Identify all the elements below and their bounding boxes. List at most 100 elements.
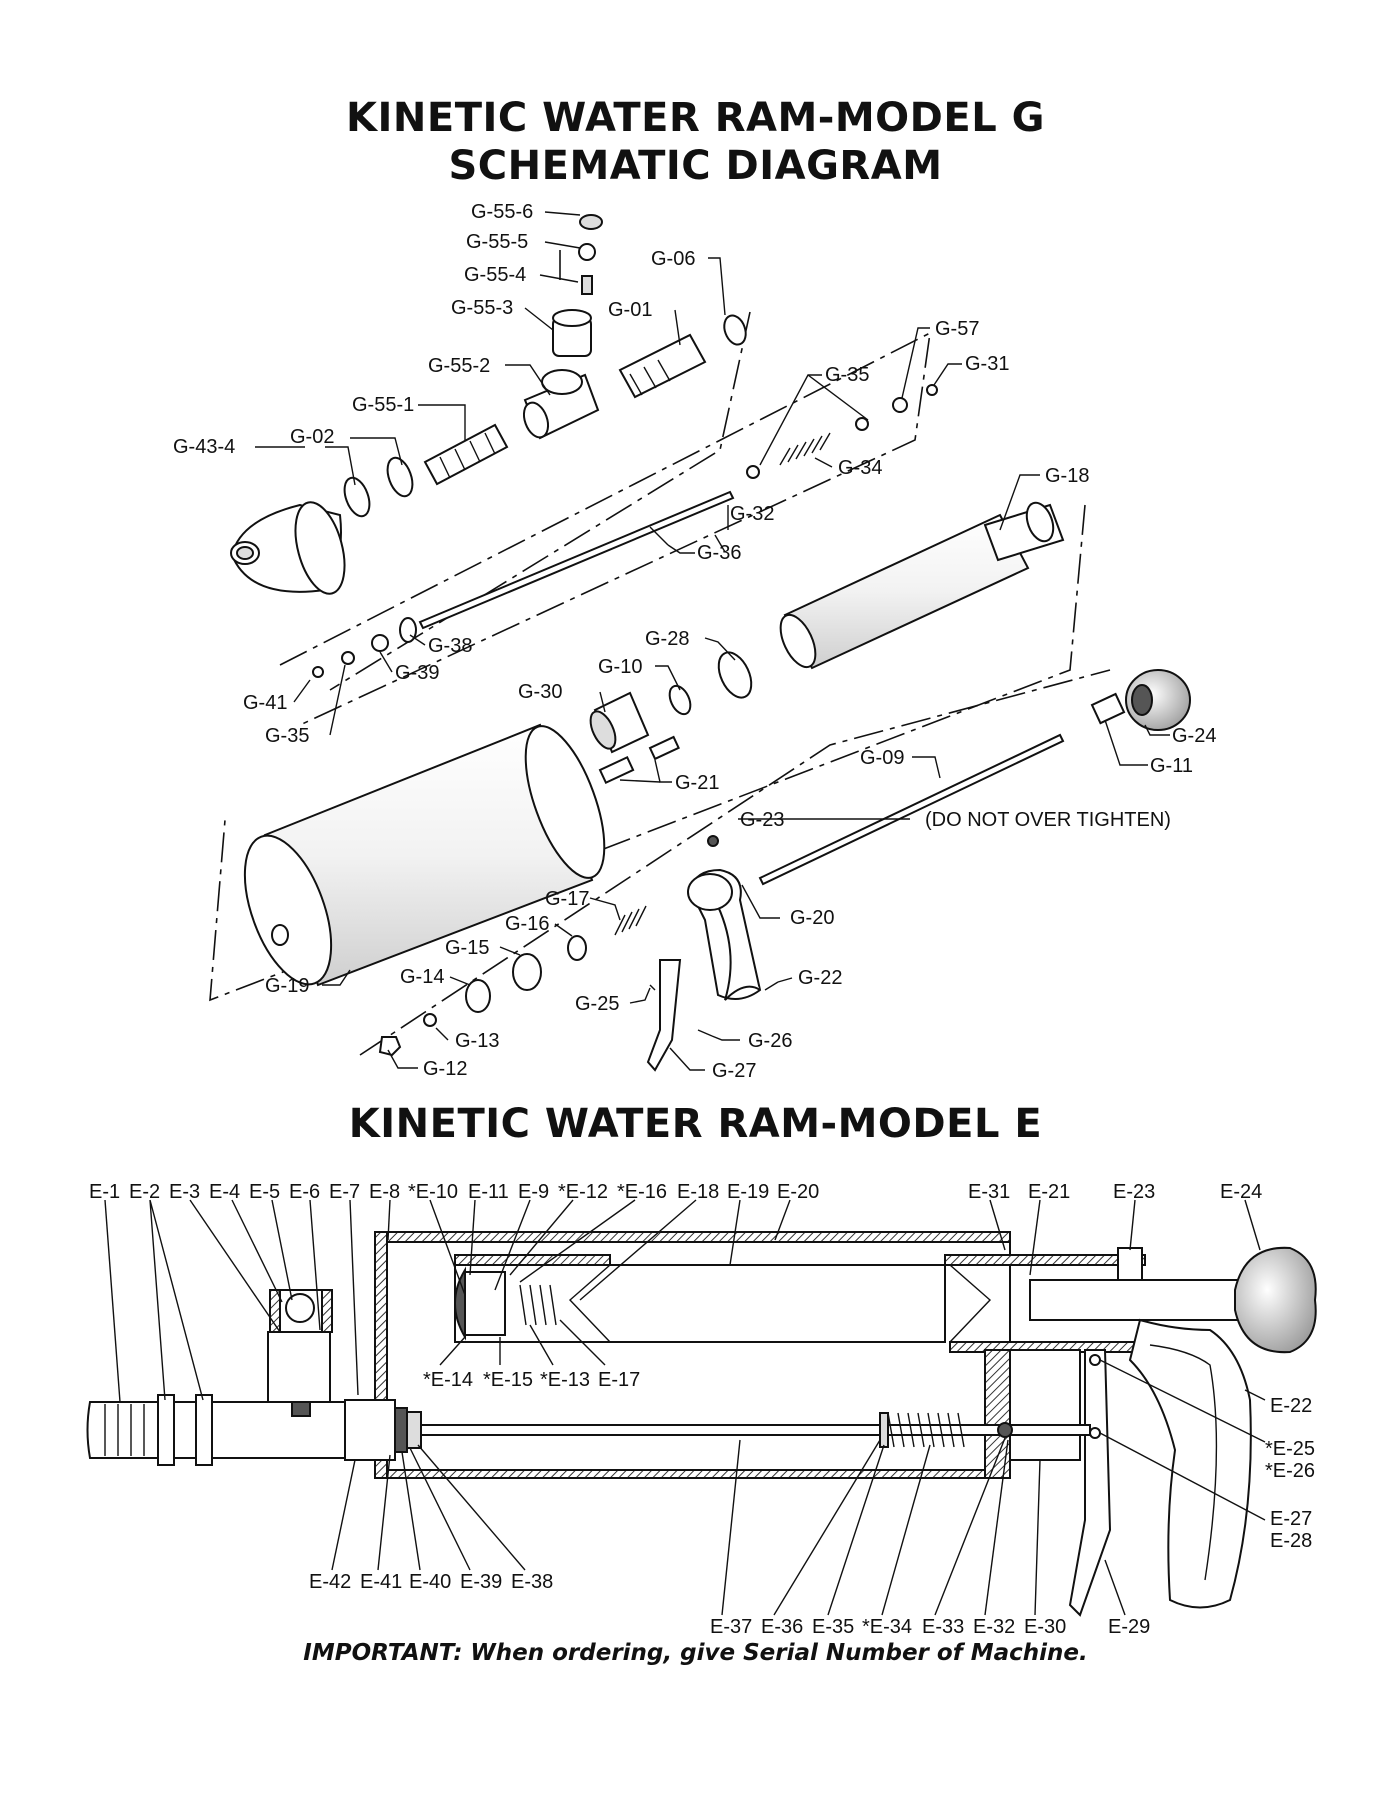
label-g43-4: G-43-4 — [173, 436, 235, 458]
part-g24-knob — [1125, 669, 1191, 731]
label-e5: E-5 — [249, 1181, 280, 1203]
label-g55-6: G-55-6 — [471, 201, 533, 223]
label-g38: G-38 — [428, 635, 472, 657]
label-e4: E-4 — [209, 1181, 240, 1203]
label-e13: *E-13 — [540, 1369, 590, 1391]
label-e12: *E-12 — [558, 1181, 608, 1203]
label-e27: E-27 — [1270, 1508, 1312, 1530]
label-g55-5: G-55-5 — [466, 231, 528, 253]
label-g55-1: G-55-1 — [352, 394, 414, 416]
label-e2: E-2 — [129, 1181, 160, 1203]
part-g31-nut — [926, 384, 938, 396]
part-g43-4-cone — [230, 501, 346, 595]
part-g55-6-cap — [579, 214, 603, 230]
label-g57: G-57 — [935, 318, 979, 340]
label-g39: G-39 — [395, 662, 439, 684]
label-e14: *E-14 — [423, 1369, 473, 1391]
label-e41: E-41 — [360, 1571, 402, 1593]
part-g06-oring — [723, 314, 747, 346]
part-g55-5-ball — [578, 243, 596, 261]
label-g09: G-09 — [860, 747, 904, 769]
label-e9: E-9 — [518, 1181, 549, 1203]
label-g20: G-20 — [790, 907, 834, 929]
label-e37: E-37 — [710, 1616, 752, 1638]
part-g35-washer-c — [341, 651, 355, 665]
part-g35-washer-a — [746, 465, 760, 479]
label-e39: E-39 — [460, 1571, 502, 1593]
label-g06: G-06 — [651, 248, 695, 270]
e-leader-lines — [104, 1199, 1266, 1616]
label-e28: E-28 — [1270, 1530, 1312, 1552]
label-e34: *E-34 — [862, 1616, 912, 1638]
part-g55-1-nipple — [423, 423, 509, 486]
e-labels: E-1 E-2 E-3 E-4 E-5 E-6 E-7 E-8 *E-10 E-… — [89, 1181, 1315, 1638]
label-e3: E-3 — [169, 1181, 200, 1203]
part-g25-pin — [649, 984, 656, 991]
label-g16: G-16 — [505, 913, 549, 935]
title-model-g: KINETIC WATER RAM-MODEL G — [346, 95, 1045, 141]
part-g14-packing — [465, 979, 491, 1013]
label-g25: G-25 — [575, 993, 619, 1015]
model-e-assembly — [86, 1231, 1317, 1617]
part-g01-pipe — [618, 333, 707, 399]
label-g02: G-02 — [290, 426, 334, 448]
label-e25: *E-25 — [1265, 1438, 1315, 1460]
part-g19-cylinder — [243, 723, 606, 987]
part-g18-inner-tube — [779, 501, 1065, 670]
label-e26: *E-26 — [1265, 1460, 1315, 1482]
label-e38: E-38 — [511, 1571, 553, 1593]
label-e24: E-24 — [1220, 1181, 1262, 1203]
label-g24: G-24 — [1172, 725, 1216, 747]
title-model-e: KINETIC WATER RAM-MODEL E — [348, 1101, 1043, 1147]
label-e6: E-6 — [289, 1181, 320, 1203]
label-e1: E-1 — [89, 1181, 120, 1203]
part-g27-trigger — [646, 959, 682, 1072]
part-g35-washer-b — [855, 417, 869, 431]
label-e36: E-36 — [761, 1616, 803, 1638]
part-g55-3-valve-body — [552, 309, 592, 357]
label-g55-3: G-55-3 — [451, 297, 513, 319]
label-e7: E-7 — [329, 1181, 360, 1203]
part-g12-nut — [378, 1036, 402, 1057]
label-g15: G-15 — [445, 937, 489, 959]
part-g21-fittings — [598, 735, 680, 785]
label-g35-b: G-35 — [265, 725, 309, 747]
part-g26-pin — [697, 1029, 713, 1037]
label-e35: E-35 — [812, 1616, 854, 1638]
label-e42: E-42 — [309, 1571, 351, 1593]
label-e17: E-17 — [598, 1369, 640, 1391]
label-g28: G-28 — [645, 628, 689, 650]
label-e10: *E-10 — [408, 1181, 458, 1203]
part-g57-washer — [892, 397, 908, 413]
part-g39-washer — [371, 634, 389, 652]
label-e32: E-32 — [973, 1616, 1015, 1638]
part-g02-locknuts — [343, 456, 414, 518]
label-e18: E-18 — [677, 1181, 719, 1203]
label-g36: G-36 — [697, 542, 741, 564]
label-g21: G-21 — [675, 772, 719, 794]
part-g34-spring — [779, 432, 831, 466]
label-e22: E-22 — [1270, 1395, 1312, 1417]
part-g32-rod — [418, 490, 735, 630]
label-g10: G-10 — [598, 656, 642, 678]
part-g55-4-spring — [581, 275, 593, 295]
part-g41-nut — [312, 666, 324, 678]
label-e30: E-30 — [1024, 1616, 1066, 1638]
label-g01: G-01 — [608, 299, 652, 321]
label-g19: G-19 — [265, 975, 309, 997]
label-g17: G-17 — [545, 888, 589, 910]
label-e29: E-29 — [1108, 1616, 1150, 1638]
label-e23: E-23 — [1113, 1181, 1155, 1203]
g-leader-lines — [255, 211, 1170, 1071]
label-g13: G-13 — [455, 1030, 499, 1052]
label-g11: G-11 — [1150, 755, 1193, 777]
label-g31: G-31 — [965, 353, 1009, 375]
part-g22-pin — [764, 981, 779, 991]
part-g13-washer — [423, 1013, 437, 1027]
part-g36-pin — [649, 526, 669, 546]
part-g55-2-tee — [522, 369, 600, 440]
label-e19: E-19 — [727, 1181, 769, 1203]
label-g23-note: (DO NOT OVER TIGHTEN) — [925, 809, 1171, 831]
label-g35-a: G-35 — [825, 364, 869, 386]
